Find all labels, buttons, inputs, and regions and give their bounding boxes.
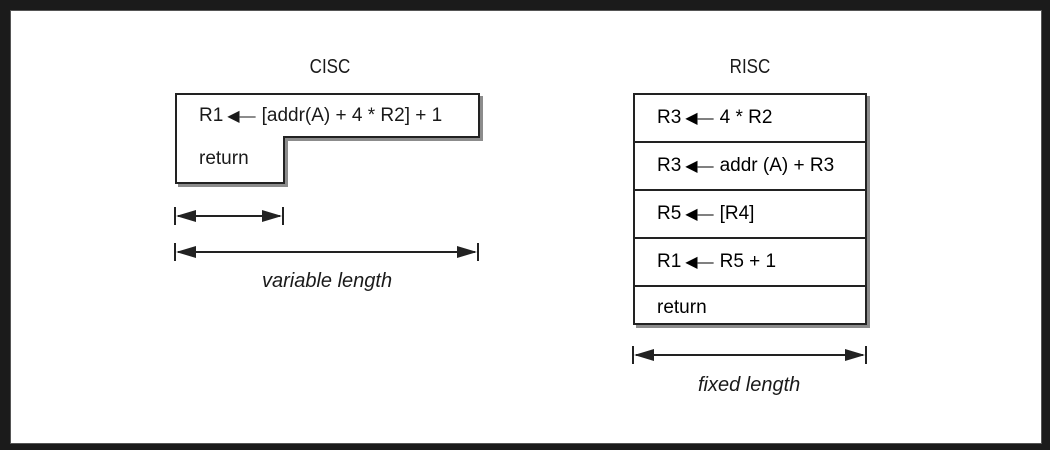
- cisc-short-dimension-arrow: [174, 207, 284, 225]
- risc-row: R1 ◀— R5 + 1: [635, 239, 865, 287]
- assign-arrow-icon: ◀—: [685, 206, 714, 223]
- risc-expression: [R4]: [719, 203, 755, 224]
- risc-row: R3 ◀— addr (A) + R3: [635, 143, 865, 191]
- risc-expression: 4 * R2: [719, 107, 773, 128]
- risc-return-label: return: [657, 297, 707, 318]
- risc-title: RISC: [729, 56, 771, 78]
- cisc-expression: [addr(A) + 4 * R2] + 1: [261, 104, 443, 126]
- cisc-title: CISC: [309, 56, 351, 78]
- risc-instruction-stack: R3 ◀— 4 * R2 R3 ◀— addr (A) + R3 R5 ◀— […: [633, 93, 867, 325]
- diagram-frame: [10, 10, 1042, 444]
- cisc-dest-register: R1: [199, 104, 224, 126]
- cisc-return-box: return: [175, 136, 285, 184]
- risc-dest-register: R3: [657, 155, 682, 176]
- cisc-instruction-box: R1 ◀— [addr(A) + 4 * R2] + 1: [175, 93, 480, 138]
- risc-dest-register: R5: [657, 203, 682, 224]
- cisc-long-dimension-arrow: [174, 243, 479, 261]
- risc-expression: R5 + 1: [719, 251, 777, 272]
- assign-arrow-icon: ◀—: [685, 158, 714, 175]
- risc-dest-register: R3: [657, 107, 682, 128]
- cisc-caption: variable length: [262, 270, 393, 292]
- risc-dimension-arrow: [632, 346, 867, 364]
- risc-row: R3 ◀— 4 * R2: [635, 95, 865, 143]
- risc-return-row: return: [635, 287, 865, 329]
- assign-arrow-icon: ◀—: [685, 254, 714, 271]
- assign-arrow-icon: ◀—: [685, 110, 714, 127]
- risc-dest-register: R1: [657, 251, 682, 272]
- assign-arrow-icon: ◀—: [227, 107, 256, 125]
- risc-caption: fixed length: [698, 374, 801, 396]
- cisc-return-label: return: [199, 148, 249, 169]
- risc-row: R5 ◀— [R4]: [635, 191, 865, 239]
- risc-expression: addr (A) + R3: [719, 155, 835, 176]
